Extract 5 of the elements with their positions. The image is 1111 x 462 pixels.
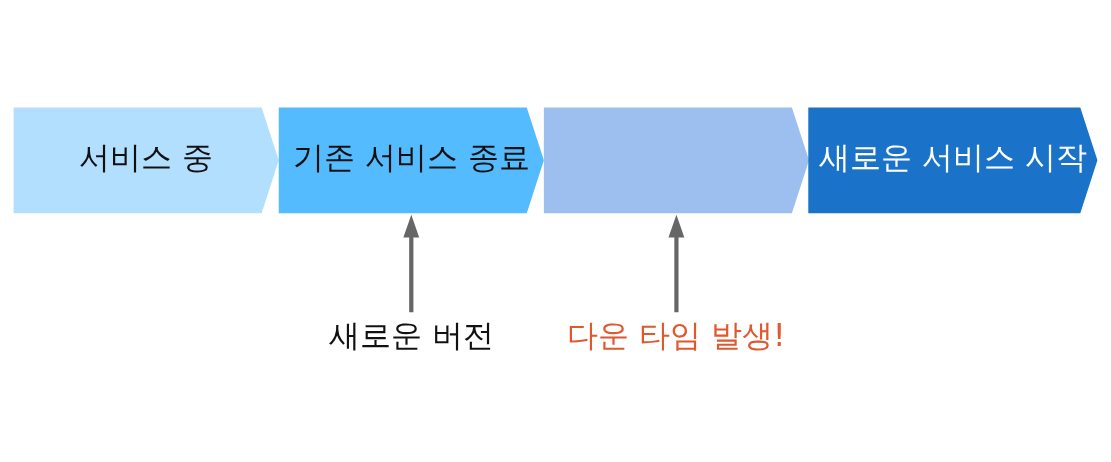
arrow <box>668 214 685 312</box>
node-text: 다운 타임 발생! <box>567 316 786 353</box>
node-chevron <box>543 106 810 213</box>
node-text: 새로운 버전 <box>328 316 494 353</box>
arrow <box>403 214 420 312</box>
